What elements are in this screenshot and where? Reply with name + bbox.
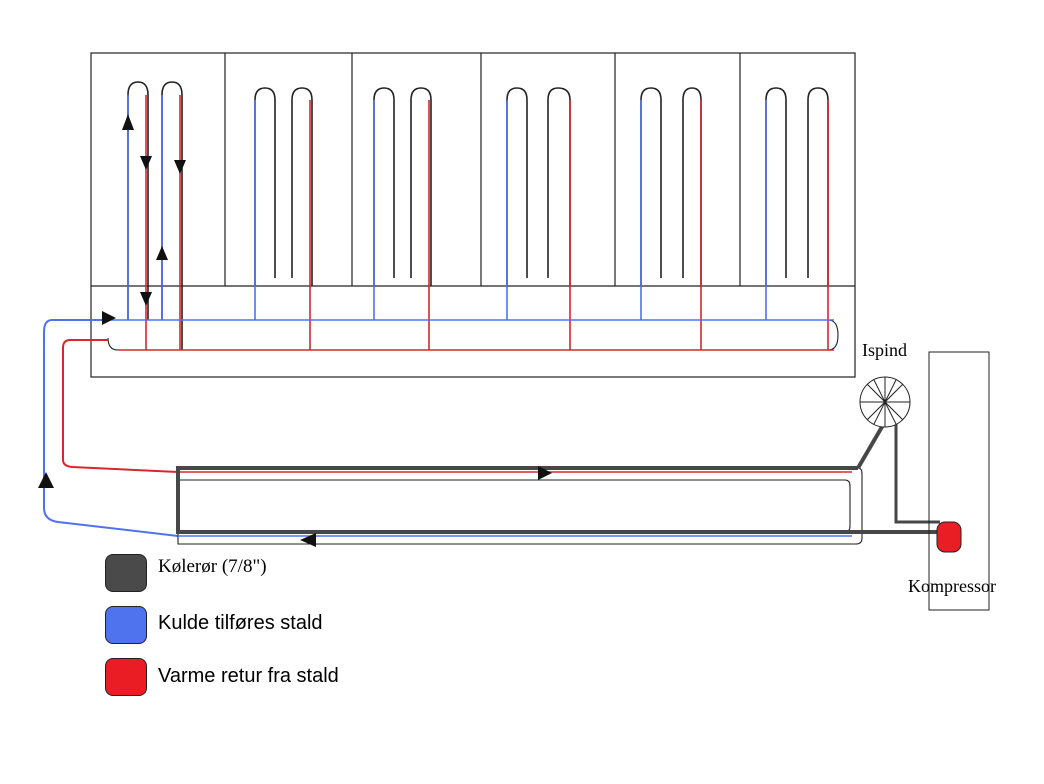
- ispind-label: Ispind: [862, 340, 907, 360]
- compartment-dividers: [224, 53, 741, 286]
- arrow-down-icon: [174, 160, 186, 174]
- compressor-box: [928, 351, 990, 611]
- legend-swatch-warm: [105, 658, 147, 696]
- manifold: [107, 319, 839, 351]
- arrow-left-icon: [300, 533, 316, 547]
- arrow-right-icon: [538, 466, 552, 480]
- legend-label-cold: Kulde tilføres stald: [158, 612, 323, 634]
- coil-group: [127, 81, 829, 350]
- legend-label-pipe: Kølerør (7/8"): [158, 556, 267, 577]
- legend-label-warm: Varme retur fra stald: [158, 665, 339, 687]
- tank-outline: [90, 52, 856, 378]
- cold-supply-line: [43, 319, 179, 537]
- heat-exchanger: [176, 418, 940, 545]
- arrow-up-icon: [156, 246, 168, 260]
- arrow-right-icon: [102, 311, 116, 325]
- warm-return-line: [62, 339, 179, 473]
- compressor-unit: [936, 521, 962, 553]
- arrow-up-icon: [122, 114, 134, 130]
- ispind-fan-icon: [859, 376, 911, 428]
- flow-arrows: [38, 114, 552, 547]
- kompressor-label: Kompressor: [908, 576, 996, 596]
- legend-swatch-cold: [105, 606, 147, 644]
- arrow-down-icon: [140, 156, 152, 170]
- legend-swatch-pipe: [105, 554, 147, 592]
- arrow-down-icon: [140, 292, 152, 306]
- arrow-up-icon: [38, 472, 54, 488]
